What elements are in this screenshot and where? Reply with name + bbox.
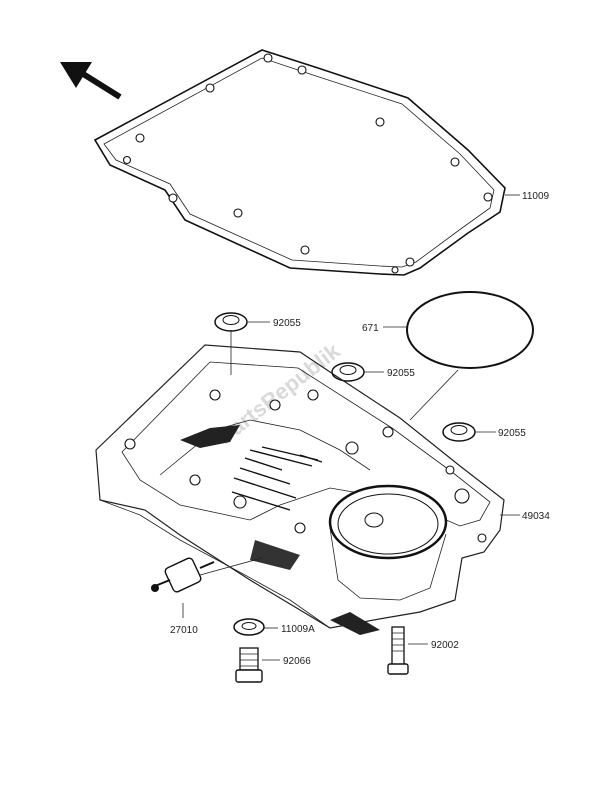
label-92002: 92002 <box>431 640 459 651</box>
o-ring-seal-right[interactable] <box>442 422 476 442</box>
label-92055-center: 92055 <box>387 368 415 379</box>
label-92055-right: 92055 <box>498 428 526 439</box>
drain-plug[interactable] <box>235 647 263 683</box>
label-27010: 27010 <box>170 625 198 636</box>
leader-lines <box>182 194 520 661</box>
label-92055-left: 92055 <box>273 318 301 329</box>
bolt[interactable] <box>387 626 409 675</box>
label-11009A: 11009A <box>281 624 315 635</box>
label-11009: 11009 <box>522 191 550 202</box>
oil-pan[interactable] <box>95 344 505 635</box>
o-ring-seal-left[interactable] <box>214 312 248 332</box>
o-ring-seal-center[interactable] <box>331 362 365 382</box>
drain-plug-washer[interactable] <box>233 618 265 636</box>
oil-pressure-switch[interactable] <box>151 557 215 593</box>
label-671: 671 <box>362 323 379 334</box>
o-ring[interactable] <box>406 291 534 369</box>
front-arrow-icon <box>60 62 122 100</box>
label-92066: 92066 <box>283 656 311 667</box>
label-49034: 49034 <box>522 511 550 522</box>
oil-pan-gasket[interactable] <box>93 49 506 276</box>
